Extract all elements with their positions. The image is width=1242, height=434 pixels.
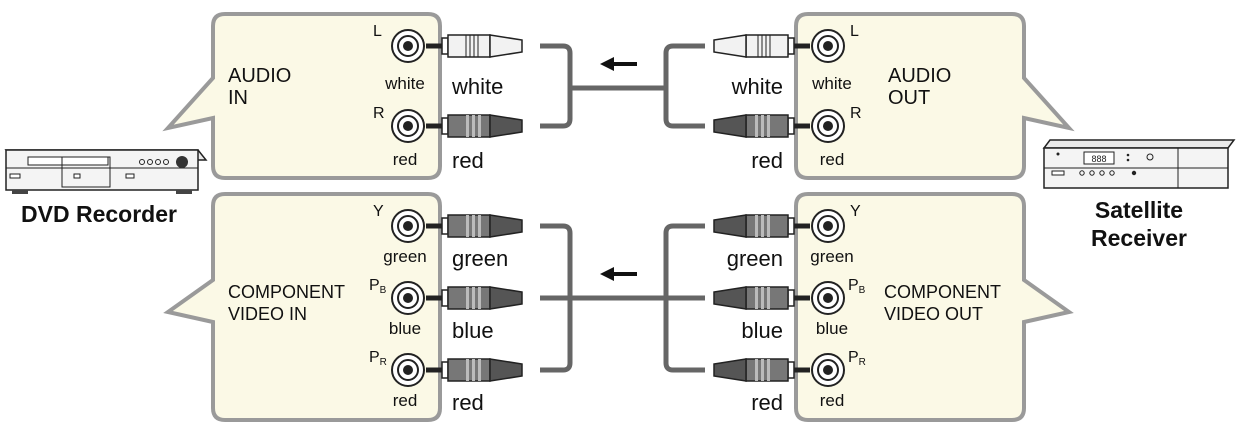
cable-label-white: white (451, 74, 503, 99)
jack-component-in-y (391, 209, 425, 243)
receiver-display: 888 (1091, 154, 1106, 164)
audio-out-panel (794, 12, 1075, 180)
jack-label-pr: PR (369, 349, 387, 368)
dvd-recorder-icon (4, 149, 208, 194)
cable-label-white: white (731, 74, 783, 99)
jack-label-y: Y (373, 203, 384, 220)
satellite-receiver-icon: 888 (1042, 139, 1236, 189)
cable-label-red: red (751, 390, 783, 415)
audio-in-title: IN (228, 87, 248, 109)
component-out-title: COMPONENT (884, 282, 1001, 302)
component-in-title: VIDEO IN (228, 304, 307, 324)
jack-audio-in-r (391, 109, 425, 143)
jack-audio-in-l (391, 29, 425, 63)
jack-label-r: R (850, 105, 862, 122)
cable-label-blue: blue (452, 318, 494, 343)
jack-component-out-pr (811, 353, 845, 387)
jack-label-l: L (850, 23, 859, 40)
jack-color-green: green (810, 247, 853, 266)
cable-label-blue: blue (741, 318, 783, 343)
cable-label-green: green (727, 246, 783, 271)
component-in-panel (163, 192, 442, 422)
audio-in-title: AUDIO (228, 65, 291, 87)
arrow-left-icon (600, 267, 637, 281)
jack-audio-out-l (811, 29, 845, 63)
jack-color-white: white (811, 74, 852, 93)
jack-color-white: white (384, 74, 425, 93)
jack-color-blue: blue (389, 319, 421, 338)
jack-color-red: red (820, 150, 845, 169)
jack-label-r: R (373, 105, 385, 122)
cable-label-red: red (452, 148, 484, 173)
audio-cable-right (663, 43, 705, 129)
cable-label-green: green (452, 246, 508, 271)
satellite-receiver-label-line1: Satellite (1095, 197, 1183, 223)
jack-audio-out-r (811, 109, 845, 143)
jack-color-red: red (820, 391, 845, 410)
jack-label-pb: PB (369, 277, 387, 296)
component-in-title: COMPONENT (228, 282, 345, 302)
component-out-panel (794, 192, 1074, 422)
component-out-title: VIDEO OUT (884, 304, 983, 324)
jack-color-red: red (393, 150, 418, 169)
jack-color-red: red (393, 391, 418, 410)
jack-component-out-pb (811, 281, 845, 315)
audio-out-title: AUDIO (888, 65, 951, 87)
cable-label-red: red (452, 390, 484, 415)
audio-cable-left (540, 43, 573, 129)
jack-component-out-y (811, 209, 845, 243)
dvd-recorder-label: DVD Recorder (21, 201, 177, 227)
jack-color-green: green (383, 247, 426, 266)
jack-component-in-pb (391, 281, 425, 315)
jack-label-y: Y (850, 203, 861, 220)
jack-label-pr: PR (848, 349, 866, 368)
audio-out-title: OUT (888, 87, 930, 109)
satellite-receiver-label-line2: Receiver (1091, 225, 1187, 251)
jack-component-in-pr (391, 353, 425, 387)
arrow-left-icon (600, 57, 637, 71)
jack-label-pb: PB (848, 277, 866, 296)
jack-color-blue: blue (816, 319, 848, 338)
audio-in-panel (162, 12, 442, 180)
cables (540, 43, 705, 373)
cable-label-red: red (751, 148, 783, 173)
jack-label-l: L (373, 23, 382, 40)
